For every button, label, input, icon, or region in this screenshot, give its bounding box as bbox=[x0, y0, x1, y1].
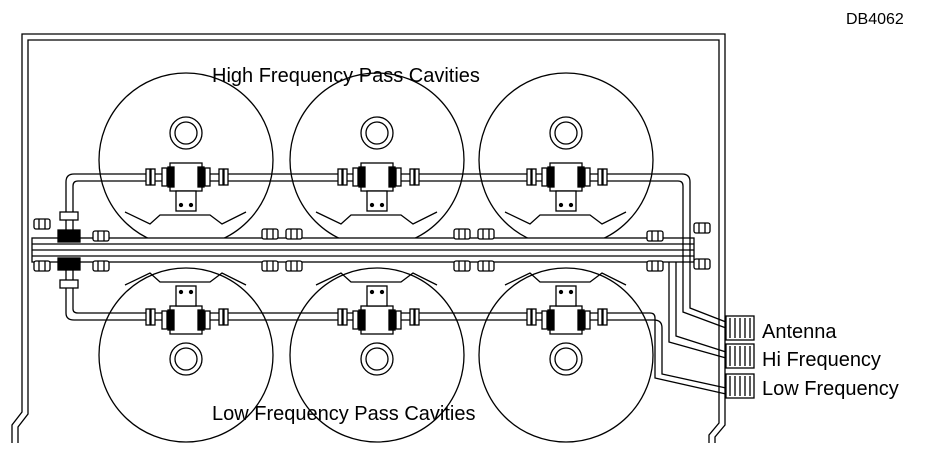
bolt-hardware bbox=[33, 218, 711, 272]
end-blocks bbox=[57, 211, 81, 289]
port-label-low-frequency: Low Frequency bbox=[762, 378, 899, 400]
high-pass-cavities bbox=[98, 72, 654, 248]
low-cavity-1 bbox=[98, 267, 274, 443]
coupling-loops bbox=[161, 162, 591, 335]
tuning-knobs bbox=[169, 116, 583, 376]
high-cavity-1 bbox=[98, 72, 274, 248]
antenna-connector bbox=[725, 315, 755, 341]
high-group-label: High Frequency Pass Cavities bbox=[212, 65, 480, 87]
low-pass-cavities bbox=[98, 267, 654, 443]
low-frequency-connector bbox=[725, 373, 755, 399]
chassis-frame bbox=[11, 33, 726, 443]
low-group-label: Low Frequency Pass Cavities bbox=[212, 403, 476, 425]
high-cavity-2 bbox=[289, 72, 465, 248]
hinge-brackets bbox=[124, 211, 627, 286]
coax-tubing bbox=[65, 173, 727, 395]
drawing-id: DB4062 bbox=[846, 11, 904, 28]
port-connectors bbox=[725, 315, 755, 399]
hi-frequency-connector bbox=[725, 343, 755, 369]
low-cavity-2 bbox=[289, 267, 465, 443]
mounting-rails bbox=[31, 237, 695, 263]
port-label-hi-frequency: Hi Frequency bbox=[762, 349, 881, 371]
high-cavity-3 bbox=[478, 72, 654, 248]
low-cavity-3 bbox=[478, 267, 654, 443]
tube-couplers bbox=[145, 168, 608, 326]
port-label-antenna: Antenna bbox=[762, 321, 837, 343]
